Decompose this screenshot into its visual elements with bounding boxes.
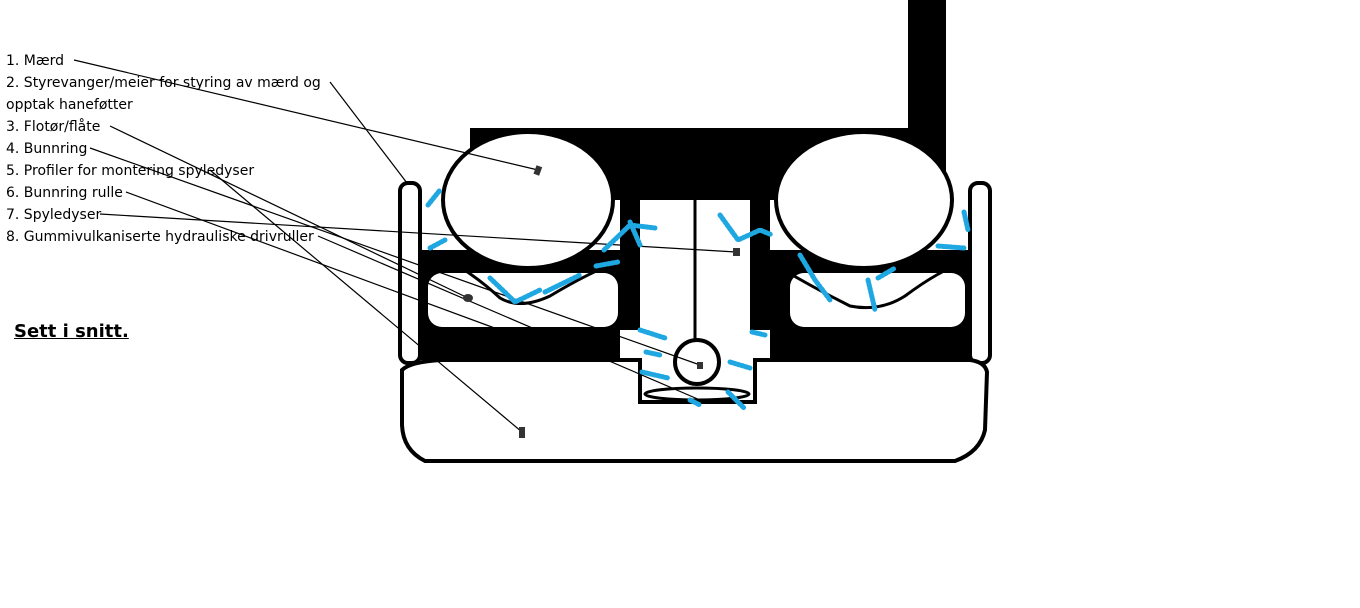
leader-2 — [329, 81, 408, 184]
center-column-right — [750, 190, 770, 330]
legend-item-maerd: 1. Mærd — [6, 53, 65, 69]
leader-1 — [73, 59, 539, 171]
right-float — [774, 130, 954, 270]
right-guide-bar — [968, 181, 992, 365]
legend-item-profiler: 5. Profiler for montering spyledyser — [6, 163, 255, 179]
left-float — [441, 130, 615, 270]
legend-item-spyledyser: 7. Spyledyser — [6, 207, 102, 223]
point-markers — [463, 165, 740, 438]
spray-nozzles — [425, 187, 971, 411]
leader-7 — [99, 213, 737, 253]
legend-item-bunnring-rulle: 6. Bunnring rulle — [6, 185, 123, 201]
leader-8 — [317, 235, 701, 401]
bottom-ring — [400, 358, 990, 463]
leader-4 — [89, 147, 701, 366]
leader-5 — [209, 169, 523, 433]
drive-roller-slot — [643, 386, 751, 402]
caption: Sett i snitt. — [14, 321, 129, 342]
legend-item-styrevanger: 2. Styrevanger/meier for styring av mærd… — [6, 75, 321, 113]
leader-3 — [109, 125, 469, 299]
left-guide-bar — [398, 181, 422, 365]
center-column-left — [620, 190, 640, 330]
left-net-curve — [429, 248, 619, 305]
legend: 1. Mærd 2. Styrevanger/meier for styring… — [6, 50, 346, 248]
leader-lines — [73, 59, 737, 433]
right-bunnring-slot — [790, 273, 965, 327]
legend-item-flotor: 3. Flotør/flåte — [6, 119, 101, 135]
leader-6 — [125, 191, 501, 331]
vertical-post — [908, 0, 946, 140]
legend-item-bunnring: 4. Bunnring — [6, 141, 88, 157]
